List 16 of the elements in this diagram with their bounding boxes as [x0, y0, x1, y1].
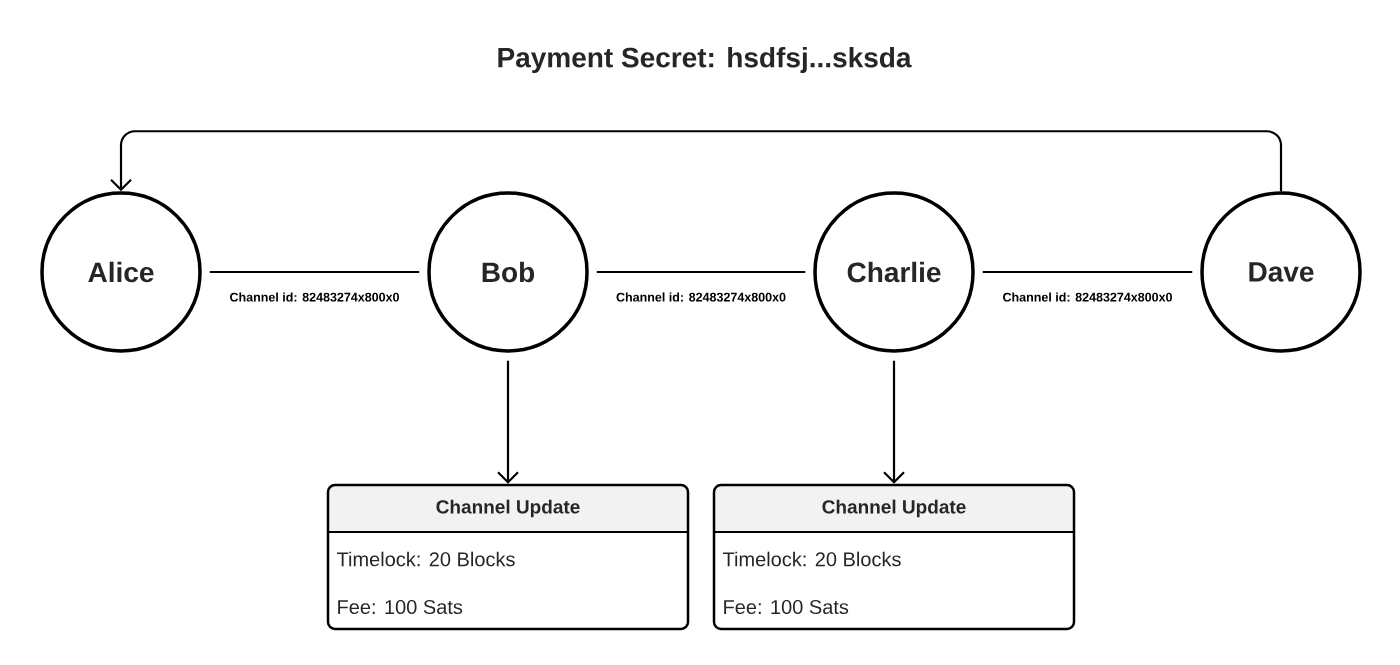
edge-label: Channel id: 82483274x800x0	[230, 292, 399, 302]
card-text: Timelock: 20 Blocks	[723, 551, 901, 567]
connector	[883, 360, 905, 484]
card-heading: Channel Update	[436, 499, 580, 518]
connector	[596, 270, 806, 274]
connector	[497, 360, 519, 484]
title: Payment Secret: hsdfsj...sksda	[498, 46, 912, 74]
card-text: Timelock: 20 Blocks	[337, 551, 515, 567]
connector	[110, 130, 1283, 192]
edge-label: Channel id: 82483274x800x0	[1003, 292, 1172, 302]
card-text: Fee: 100 Sats	[338, 599, 463, 615]
edge-label: Channel id: 82483274x800x0	[616, 292, 786, 302]
card-heading: Channel Update	[822, 499, 966, 518]
connector	[982, 270, 1193, 274]
card-text: Fee: 100 Sats	[724, 599, 849, 615]
connector	[209, 270, 420, 274]
